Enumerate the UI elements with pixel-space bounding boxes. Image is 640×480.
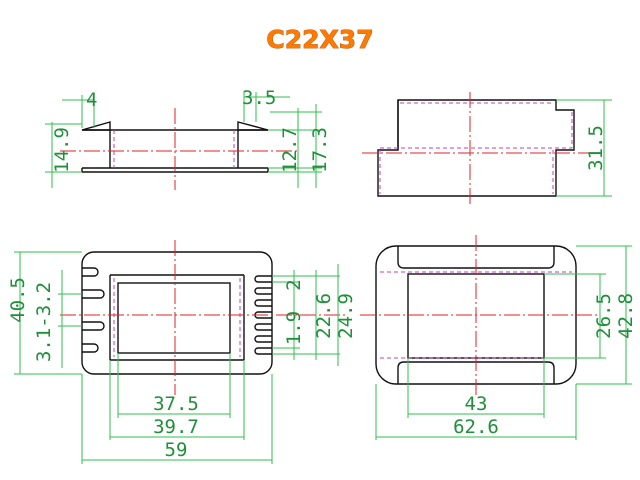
dim-pin-label: 3.5 [242,87,276,109]
dim-front-pitch: 3.1-3.2 [33,270,82,368]
dim-end-heights: 26.5 42.8 [544,245,637,385]
dim-front-total-height: 40.5 [7,251,82,375]
dim-front-slots: 2 1.9 [272,270,340,360]
dim-end-inner-height-label: 26.5 [593,293,615,339]
dim-front-pitch-label: 3.1-3.2 [33,282,55,362]
dim-flange-label: 4 [86,89,97,111]
dim-top-left-height: 14.9 [45,122,82,188]
dim-front-total-height-label: 40.5 [7,277,29,323]
top-view: 4 3.5 14.9 12.7 17.3 [45,87,331,190]
dim-top-right-outer-label: 17.3 [309,127,331,173]
dim-end-window-width-label: 43 [465,393,488,415]
dim-front-width-mid-label: 39.7 [153,416,199,438]
front-window [117,282,231,354]
dim-front-inner-label: 22.6 [313,293,335,339]
dim-end-widths: 43 62.6 [375,358,577,440]
dim-front-width-inner-label: 37.5 [153,393,199,415]
dim-top-left-height-label: 14.9 [51,127,73,173]
dim-end-outer-height-label: 42.8 [615,293,637,339]
dim-front-slot-bottom-label: 1.9 [283,311,305,345]
dim-front-right-heights: 22.6 24.9 [313,264,357,366]
dim-front-slot-top-label: 2 [283,279,305,290]
dim-end-total-width-label: 62.6 [453,416,499,438]
dim-side-height-label: 31.5 [585,125,607,171]
side-view: 31.5 [362,92,612,205]
dim-top-right-heights: 12.7 17.3 [268,104,331,188]
left-pin-slots [82,267,105,353]
end-view: 26.5 42.8 43 62.6 [360,235,637,440]
front-view: 40.5 3.1-3.2 2 1.9 22.6 24.9 [7,240,357,464]
dim-flange: 4 [62,89,97,128]
dim-pin: 3.5 [242,87,290,122]
dim-front-outer-label: 24.9 [335,293,357,339]
dim-front-widths: 37.5 39.7 59 [81,353,273,464]
dim-front-width-total-label: 59 [165,439,188,461]
dim-side-height: 31.5 [556,99,612,197]
dim-top-right-inner-label: 12.7 [279,127,301,173]
drawing-title: C22X37 [266,25,373,54]
